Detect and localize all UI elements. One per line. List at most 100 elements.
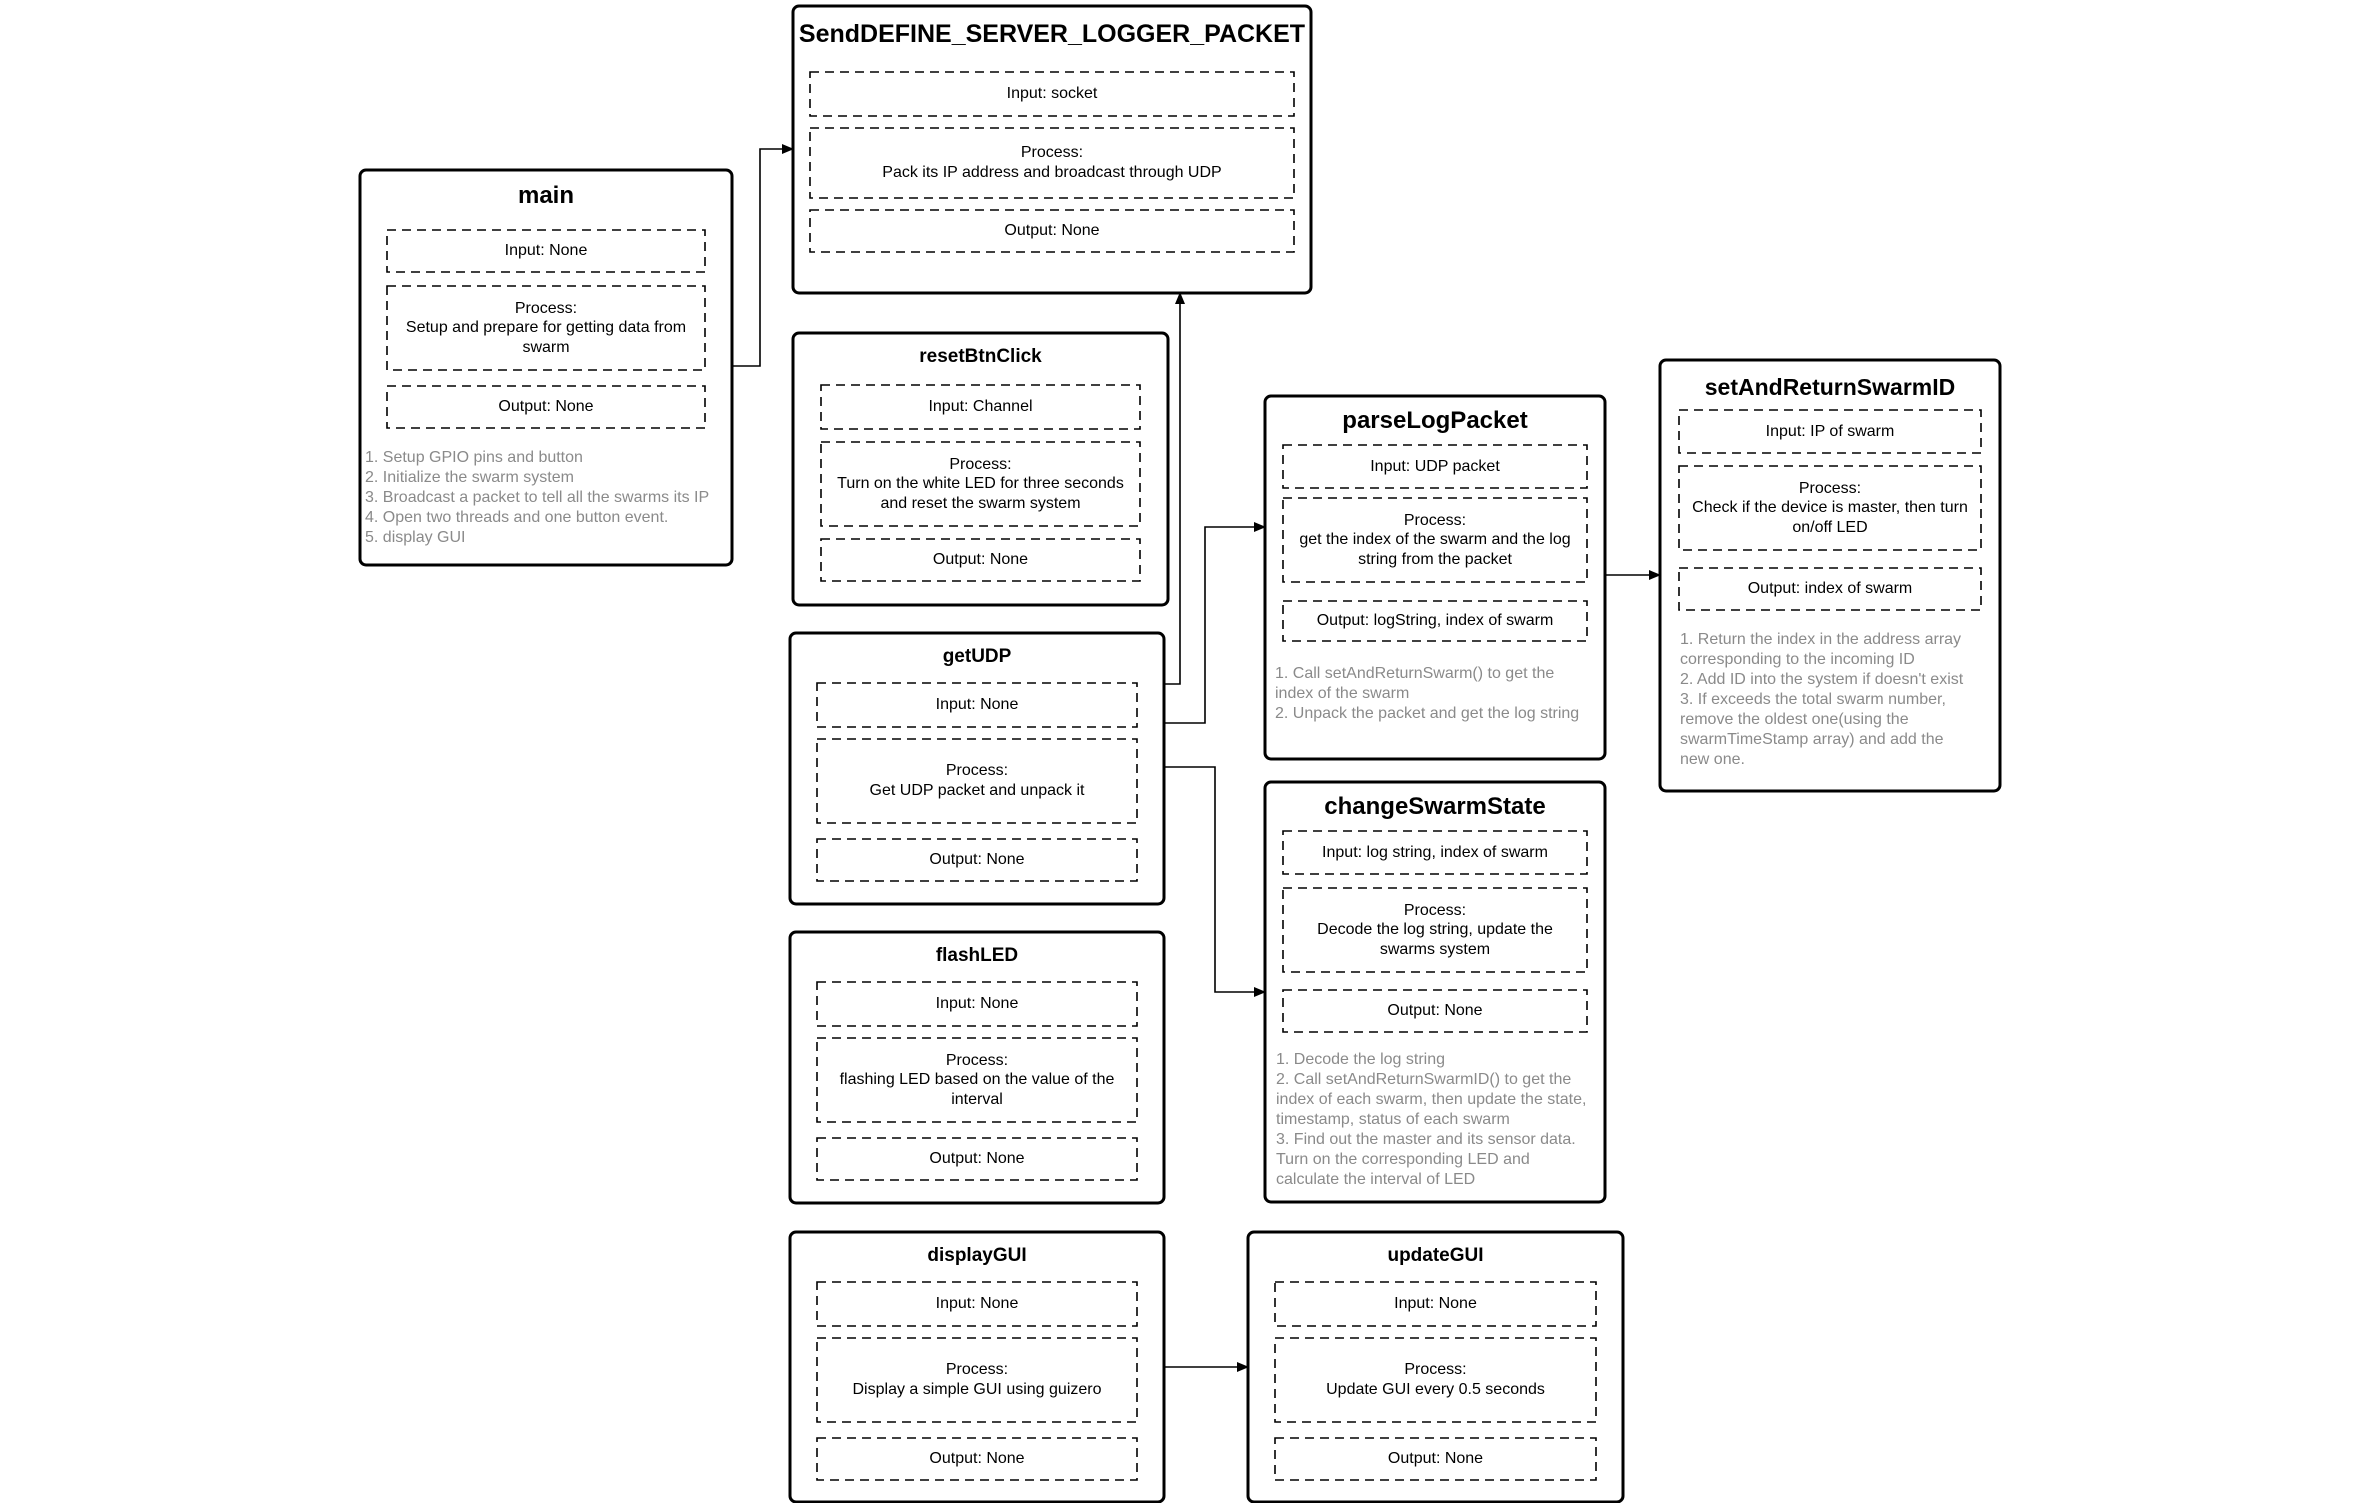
send-process-box [809,127,1295,199]
reset-title: resetBtnClick [919,346,1042,368]
setid-input-box [1678,409,1982,454]
setid-process-box [1678,465,1982,551]
reset-output-text: Output: None [932,551,1029,569]
parse-module-box [1263,394,1607,761]
main-module-box [358,168,734,567]
getudp-input-text: Input: None [935,696,1019,714]
update-input-box [1274,1281,1597,1327]
change-title: changeSwarmState [1324,793,1546,821]
flash-input-text: Input: None [935,995,1019,1013]
getudp-output-text: Output: None [929,851,1025,869]
setid-notes: 1. Return the index in the address array… [1680,630,1994,770]
setid-note-item: 3. If exceeds the total swarm number, re… [1680,691,1946,768]
connector-arrow [1164,766,1266,997]
main-output-box [386,385,706,429]
change-note-item: 2. Call setAndReturnSwarmID() to get the… [1276,1071,1587,1128]
change-input-box [1282,830,1588,875]
update-process-text: Process: Update GUI every 0.5 seconds [1326,1361,1545,1398]
reset-input-text: Input: Channel [928,398,1033,416]
setid-input-text: Input: IP of swarm [1765,422,1895,440]
change-output-box [1282,989,1588,1033]
change-output-text: Output: None [1387,1002,1483,1020]
parse-process-box [1282,497,1588,583]
parse-title: parseLogPacket [1342,407,1528,435]
main-output-text: Output: None [498,398,594,416]
display-output-text: Output: None [929,1450,1025,1468]
reset-module-box [791,331,1170,607]
main-note-item: 1. Setup GPIO pins and button [365,449,583,466]
getudp-input-box [816,682,1138,728]
main-note-item: 3. Broadcast a packet to tell all the sw… [365,489,710,506]
flash-title: flashLED [935,945,1019,967]
getudp-title: getUDP [942,646,1012,668]
setid-output-box [1678,567,1982,611]
change-process-box [1282,887,1588,973]
update-input-text: Input: None [1394,1295,1477,1313]
parse-note-item: 1. Call setAndReturnSwarm() to get the i… [1275,665,1555,702]
main-input-text: Input: None [504,242,588,260]
flash-input-box [816,981,1138,1027]
connector-arrow [1164,522,1266,724]
connector-arrow [732,144,794,367]
update-output-text: Output: None [1387,1450,1484,1468]
reset-process-box [820,441,1141,527]
parse-process-text: Process: get the index of the swarm and … [1299,511,1571,568]
setid-note-item: 1. Return the index in the address array… [1680,631,1962,668]
setid-note-item: 2. Add ID into the system if doesn't exi… [1680,671,1964,688]
getudp-module-box [788,631,1166,906]
main-input-box [386,229,706,273]
send-title: SendDEFINE_SERVER_LOGGER_PACKET [798,19,1306,48]
change-module-box [1263,780,1607,1204]
update-process-box [1274,1337,1597,1423]
display-title: displayGUI [927,1245,1027,1267]
parse-note-item: 2. Unpack the packet and get the log str… [1275,705,1580,722]
change-process-text: Process: Decode the log string, update t… [1317,901,1553,958]
getudp-process-text: Process: Get UDP packet and unpack it [869,762,1085,799]
setid-title: setAndReturnSwarmID [1704,373,1956,400]
setid-output-text: Output: index of swarm [1747,580,1913,598]
send-process-text: Process: Pack its IP address and broadca… [882,144,1222,181]
send-module-box [791,4,1313,295]
change-note-item: 1. Decode the log string [1276,1051,1445,1068]
change-notes: 1. Decode the log string 2. Call setAndRe… [1276,1050,1599,1190]
send-output-box [809,209,1295,253]
send-input-text: Input: socket [1006,85,1098,103]
update-module-box [1246,1230,1625,1503]
main-note-item: 4. Open two threads and one button event… [365,509,669,526]
display-process-text: Process: Display a simple GUI using guiz… [852,1361,1102,1398]
change-note-item: 3. Find out the master and its sensor da… [1276,1131,1576,1188]
connector-arrow [1164,292,1185,685]
main-process-box [386,285,706,371]
main-note-item: 5. display GUI [365,529,466,546]
flash-process-box [816,1037,1138,1123]
connector-edges [732,144,1661,1372]
main-process-text: Process: Setup and prepare for getting d… [405,299,687,356]
main-notes: 1. Setup GPIO pins and button 2. Initiali… [365,448,726,548]
main-title: main [517,182,574,210]
parse-input-text: Input: UDP packet [1370,457,1500,475]
update-title: updateGUI [1387,1245,1484,1267]
getudp-process-box [816,738,1138,824]
module-boxes [358,4,2002,1503]
main-note-item: 2. Initialize the swarm system [365,469,574,486]
setid-process-text: Process: Check if the device is master, … [1692,479,1968,536]
display-input-box [816,1281,1138,1327]
setid-module-box [1658,358,2002,793]
flash-module-box [788,930,1166,1205]
parse-output-box [1282,600,1588,642]
flash-process-text: Process: flashing LED based on the value… [839,1051,1115,1108]
send-input-box [809,71,1295,117]
parse-notes: 1. Call setAndReturnSwarm() to get the i… [1275,664,1599,724]
display-process-box [816,1337,1138,1423]
parse-input-box [1282,444,1588,489]
display-input-text: Input: None [935,1295,1019,1313]
update-output-box [1274,1437,1597,1481]
send-output-text: Output: None [1004,222,1100,240]
reset-process-text: Process: Turn on the white LED for three… [837,455,1124,512]
parse-output-text: Output: logString, index of swarm [1316,612,1554,630]
change-input-text: Input: log string, index of swarm [1322,843,1548,861]
display-module-box [788,1230,1166,1503]
flash-output-text: Output: None [929,1150,1025,1168]
